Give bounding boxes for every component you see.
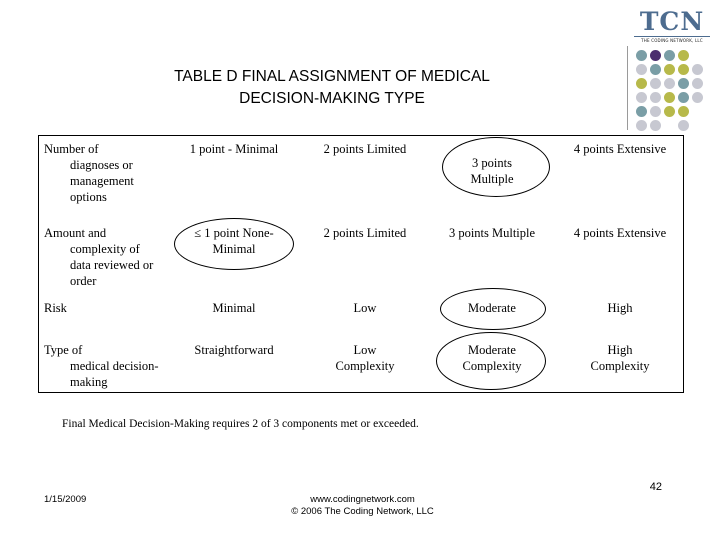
cell-mdm-low: Low Complexity — [335, 343, 395, 373]
decor-dot — [664, 106, 675, 117]
decor-dot — [636, 120, 647, 131]
cell-diagnoses-extensive: 4 points Extensive — [573, 142, 667, 156]
decor-dot — [678, 92, 689, 103]
cell-risk-minimal: Minimal — [212, 301, 256, 315]
row-label-rest: diagnoses or management options — [70, 158, 134, 204]
decor-dot — [678, 106, 689, 117]
decor-dot — [636, 78, 647, 89]
title-line-1: TABLE D FINAL ASSIGNMENT OF MEDICAL — [174, 68, 490, 85]
decor-dot — [678, 64, 689, 75]
highlight-circle-risk — [440, 288, 546, 330]
logo-underline — [634, 36, 710, 37]
cell-data-limited: 2 points Limited — [323, 226, 407, 240]
cell-diagnoses-limited: 2 points Limited — [323, 142, 407, 156]
highlight-circle-data — [174, 218, 294, 270]
row-label-rest: medical decision-making — [70, 359, 159, 389]
decor-dot — [692, 78, 703, 89]
footer-date: 1/15/2009 — [44, 494, 87, 505]
row-label-first: Amount and — [44, 226, 107, 240]
title-line-2: DECISION-MAKING TYPE — [239, 90, 425, 107]
row-label-first: Type of — [44, 343, 83, 357]
highlight-circle-mdm — [436, 332, 546, 390]
footer-center: www.codingnetwork.com © 2006 The Coding … — [250, 494, 475, 518]
cell-risk-low: Low — [353, 301, 377, 315]
cell-mdm-high: High Complexity — [590, 343, 650, 373]
logo-subtitle: THE CODING NETWORK, LLC — [641, 38, 703, 43]
page-number: 42 — [649, 481, 662, 493]
row-label-diagnoses: Number of diagnoses or management option… — [44, 141, 159, 205]
decor-dot — [678, 120, 689, 131]
decor-dot — [664, 78, 675, 89]
decor-dot — [664, 64, 675, 75]
decor-dot — [650, 78, 661, 89]
highlight-circle-diagnoses — [442, 137, 550, 197]
decor-dot — [650, 92, 661, 103]
decor-dot — [678, 50, 689, 61]
decor-dot — [636, 64, 647, 75]
row-label-rest: complexity of data reviewed or order — [70, 242, 154, 288]
decor-dot — [692, 64, 703, 75]
row-label-first: Number of — [44, 142, 99, 156]
footer-copyright: © 2006 The Coding Network, LLC — [291, 506, 434, 517]
decision-table — [38, 135, 684, 393]
row-label-risk: Risk — [44, 300, 159, 316]
decor-dot — [650, 106, 661, 117]
row-label-first: Risk — [44, 301, 67, 315]
decor-dot — [636, 106, 647, 117]
decor-vertical-line — [627, 46, 628, 130]
decor-dot-grid — [636, 50, 716, 131]
cell-mdm-straightforward: Straightforward — [194, 343, 274, 357]
company-logo: TCN THE CODING NETWORK, LLC — [634, 9, 710, 43]
decor-dot — [664, 92, 675, 103]
logo-letters: TCN — [639, 7, 705, 36]
page-title: TABLE D FINAL ASSIGNMENT OF MEDICAL DECI… — [90, 66, 574, 110]
cell-data-multiple: 3 points Multiple — [448, 226, 536, 240]
cell-risk-high: High — [607, 301, 633, 315]
decor-dot — [664, 50, 675, 61]
cell-data-extensive: 4 points Extensive — [573, 226, 667, 240]
decor-dot — [636, 50, 647, 61]
row-label-mdm-type: Type of medical decision-making — [44, 342, 159, 390]
cell-diagnoses-minimal: 1 point - Minimal — [189, 142, 279, 156]
decor-dot — [650, 120, 661, 131]
decor-dot — [636, 92, 647, 103]
table-note: Final Medical Decision-Making requires 2… — [62, 418, 419, 430]
decor-dot — [692, 92, 703, 103]
row-label-data: Amount and complexity of data reviewed o… — [44, 225, 159, 289]
decor-dot — [678, 78, 689, 89]
footer-url[interactable]: www.codingnetwork.com — [310, 494, 415, 505]
decor-dot — [650, 64, 661, 75]
decor-dot — [650, 50, 661, 61]
